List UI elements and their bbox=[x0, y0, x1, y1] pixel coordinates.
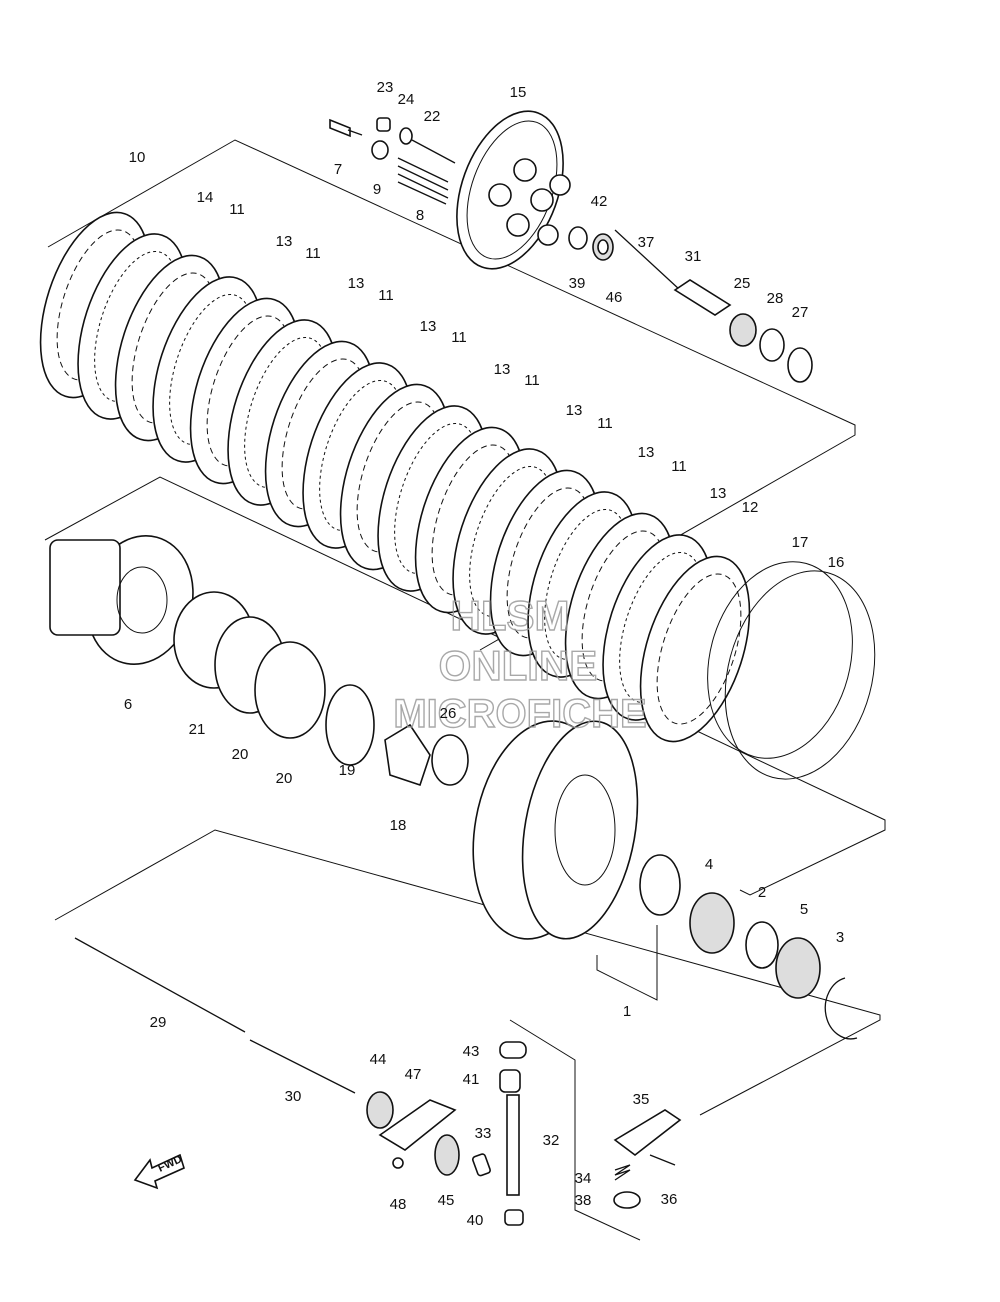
callout-8: 8 bbox=[416, 207, 424, 224]
clutch-plate-stack bbox=[39, 211, 876, 780]
watermark: HLSM ONLINE MICROFICHE bbox=[393, 591, 648, 736]
callout-30: 30 bbox=[285, 1088, 302, 1105]
callout-16: 16 bbox=[828, 554, 845, 571]
fwd-arrow: FWD bbox=[133, 1153, 185, 1190]
release-mechanism bbox=[74, 937, 682, 1226]
top-hardware bbox=[329, 117, 813, 383]
callout-11c: 11 bbox=[378, 287, 394, 304]
callout-15: 15 bbox=[510, 84, 527, 101]
callout-11b: 11 bbox=[305, 245, 321, 262]
callout-5: 5 bbox=[800, 901, 808, 918]
callout-17: 17 bbox=[792, 534, 809, 551]
callout-13b: 13 bbox=[348, 275, 365, 292]
group-frames bbox=[44, 139, 886, 1241]
callout-13a: 13 bbox=[276, 233, 293, 250]
callout-35: 35 bbox=[633, 1091, 650, 1108]
callout-44: 44 bbox=[370, 1051, 387, 1068]
callout-4: 4 bbox=[705, 856, 713, 873]
clutch-plate-inner-ring bbox=[656, 573, 742, 725]
callout-32: 32 bbox=[543, 1132, 560, 1149]
callout-10: 10 bbox=[129, 149, 146, 166]
callout-41: 41 bbox=[463, 1071, 480, 1088]
callout-34: 34 bbox=[575, 1170, 592, 1187]
callout-3: 3 bbox=[836, 929, 844, 946]
callout-29: 29 bbox=[150, 1014, 167, 1031]
callout-22: 22 bbox=[424, 108, 441, 125]
callout-11f: 11 bbox=[597, 415, 613, 432]
callout-33: 33 bbox=[475, 1125, 492, 1142]
primary-driven-gear bbox=[472, 720, 858, 1040]
clutch-wire-ring bbox=[724, 570, 876, 780]
callout-19: 19 bbox=[339, 762, 356, 779]
callout-36: 36 bbox=[661, 1191, 678, 1208]
callout-48: 48 bbox=[390, 1196, 407, 1213]
callout-46: 46 bbox=[606, 289, 623, 306]
callout-13g: 13 bbox=[710, 485, 727, 502]
callout-21: 21 bbox=[189, 721, 206, 738]
callout-28: 28 bbox=[767, 290, 784, 307]
callout-7: 7 bbox=[334, 161, 342, 178]
callout-20b: 20 bbox=[276, 770, 293, 787]
clutch-wire-ring bbox=[707, 561, 853, 759]
callout-1: 1 bbox=[623, 1003, 631, 1020]
callout-31: 31 bbox=[685, 248, 702, 265]
callout-43: 43 bbox=[463, 1043, 480, 1060]
callout-39: 39 bbox=[569, 275, 586, 292]
callout-9: 9 bbox=[373, 181, 381, 198]
callout-6: 6 bbox=[124, 696, 132, 713]
watermark-line-2: ONLINE bbox=[439, 642, 598, 689]
callout-13d: 13 bbox=[494, 361, 511, 378]
callout-13e: 13 bbox=[566, 402, 583, 419]
callout-11d: 11 bbox=[451, 329, 467, 346]
callout-13c: 13 bbox=[420, 318, 437, 335]
callout-11g: 11 bbox=[671, 458, 687, 475]
pressure-plate bbox=[456, 110, 571, 270]
watermark-line-1: HLSM bbox=[451, 592, 570, 639]
sleeve-hub bbox=[49, 534, 469, 787]
callout-24: 24 bbox=[398, 91, 415, 108]
callouts: 1 2 3 4 5 6 7 8 9 10 11 11 11 11 11 11 1… bbox=[124, 79, 845, 1229]
callout-12: 12 bbox=[742, 499, 759, 516]
callout-37: 37 bbox=[638, 234, 655, 251]
callout-40: 40 bbox=[467, 1212, 484, 1229]
callout-20a: 20 bbox=[232, 746, 249, 763]
callout-11a: 11 bbox=[229, 201, 245, 218]
callout-26: 26 bbox=[440, 705, 457, 722]
callout-13f: 13 bbox=[638, 444, 655, 461]
callout-2: 2 bbox=[758, 884, 766, 901]
callout-23: 23 bbox=[377, 79, 394, 96]
callout-38: 38 bbox=[575, 1192, 592, 1209]
callout-27: 27 bbox=[792, 304, 809, 321]
callout-45: 45 bbox=[438, 1192, 455, 1209]
callout-25: 25 bbox=[734, 275, 751, 292]
callout-14: 14 bbox=[197, 189, 214, 206]
watermark-line-3: MICROFICHE bbox=[393, 692, 646, 736]
callout-47: 47 bbox=[405, 1066, 422, 1083]
callout-11e: 11 bbox=[524, 372, 540, 389]
clutch-plate bbox=[639, 555, 751, 743]
callout-42: 42 bbox=[591, 193, 608, 210]
callout-18: 18 bbox=[390, 817, 407, 834]
